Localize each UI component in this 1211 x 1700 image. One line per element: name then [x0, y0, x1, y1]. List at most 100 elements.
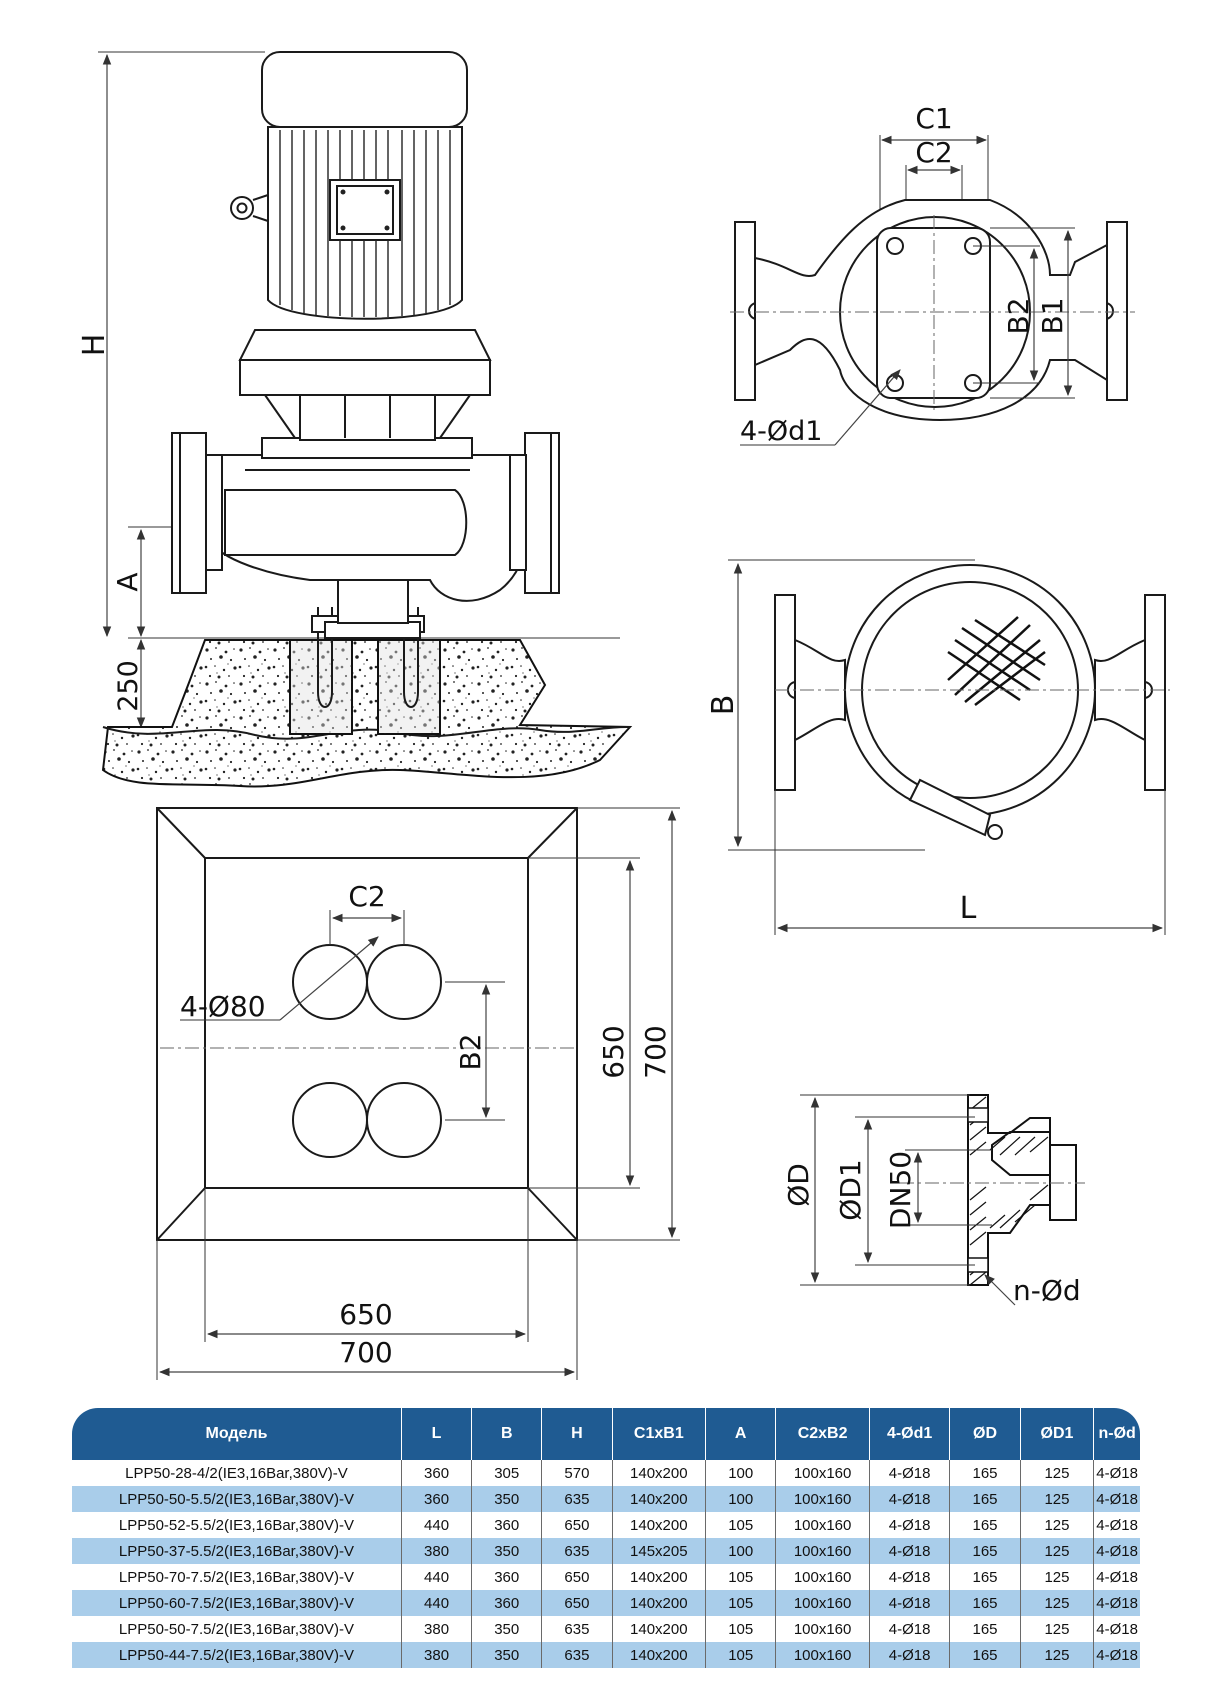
table-cell: 4-Ø18	[1094, 1616, 1140, 1642]
table-cell: 440	[401, 1564, 473, 1590]
table-cell: 100x160	[776, 1564, 870, 1590]
table-cell: 145x205	[612, 1538, 707, 1564]
table-cell-model: LPP50-50-5.5/2(IE3,16Bar,380V)-V	[72, 1486, 402, 1512]
table-cell: 100x160	[776, 1642, 870, 1668]
table-cell: 380	[401, 1538, 473, 1564]
table-cell-model: LPP50-37-5.5/2(IE3,16Bar,380V)-V	[72, 1538, 402, 1564]
dim-650-v-label: 650	[597, 1025, 630, 1078]
table-cell: 100x160	[776, 1616, 870, 1642]
table-cell: 140x200	[612, 1616, 707, 1642]
bolt-holes-label: n-Ød	[1013, 1274, 1081, 1307]
table-cell: 360	[472, 1512, 543, 1538]
table-cell: 165	[950, 1616, 1021, 1642]
table-cell-model: LPP50-70-7.5/2(IE3,16Bar,380V)-V	[72, 1564, 402, 1590]
table-cell: 650	[542, 1590, 613, 1616]
table-cell: 570	[542, 1460, 613, 1486]
dim-650-h-label: 650	[339, 1298, 392, 1331]
table-cell: 165	[950, 1486, 1021, 1512]
dim-H-label: H	[77, 334, 112, 357]
dim-B1-label: B1	[1036, 297, 1069, 334]
table-cell: 140x200	[612, 1460, 707, 1486]
dim-C2-base-label: C2	[348, 880, 385, 913]
table-cell: 100x160	[776, 1590, 870, 1616]
table-cell: 360	[472, 1564, 543, 1590]
table-cell: 165	[950, 1564, 1021, 1590]
table-cell: 105	[706, 1616, 777, 1642]
table-cell: 360	[401, 1460, 473, 1486]
header-OD1: ØD1	[1020, 1408, 1095, 1460]
table-cell: 4-Ø18	[869, 1460, 951, 1486]
table-cell-model: LPP50-28-4/2(IE3,16Bar,380V)-V	[72, 1460, 402, 1486]
table-header-row: Модель L B H C1xB1 A C2xB2 4-Ød1 ØD ØD1 …	[72, 1408, 1140, 1460]
pump-top-view: C1 C2 B2 B1 4-Ød1	[730, 102, 1135, 447]
technical-drawing: H A 250	[77, 51, 1170, 1380]
table-cell: 4-Ø18	[869, 1642, 951, 1668]
header-OD: ØD	[950, 1408, 1021, 1460]
table-cell: 4-Ø18	[869, 1538, 951, 1564]
base-plate-view: C2 4-Ø80 B2 650 700 650 700	[156, 807, 680, 1380]
dim-A-label: A	[111, 572, 144, 591]
table-cell: 105	[706, 1590, 777, 1616]
table-cell: 125	[1020, 1538, 1095, 1564]
table-cell: 100x160	[776, 1512, 870, 1538]
dim-B2-base-label: B2	[454, 1033, 487, 1070]
pump-bottom-view: B L	[706, 559, 1170, 935]
spec-table: Модель L B H C1xB1 A C2xB2 4-Ød1 ØD ØD1 …	[72, 1408, 1140, 1668]
table-cell: 635	[542, 1616, 613, 1642]
table-cell: 140x200	[612, 1590, 707, 1616]
header-C1xB1: C1xB1	[612, 1408, 707, 1460]
header-n-d: n-Ød	[1094, 1408, 1140, 1460]
table-cell: 360	[401, 1486, 473, 1512]
table-cell: 125	[1020, 1564, 1095, 1590]
table-cell: 380	[401, 1642, 473, 1668]
table-cell-model: LPP50-44-7.5/2(IE3,16Bar,380V)-V	[72, 1642, 402, 1668]
table-cell: 100x160	[776, 1538, 870, 1564]
dim-B2-top-label: B2	[1002, 297, 1035, 334]
table-cell: 635	[542, 1486, 613, 1512]
table-cell: 100x160	[776, 1460, 870, 1486]
table-cell: 100	[706, 1486, 777, 1512]
pump-side-view: H A 250	[77, 51, 633, 788]
dim-OD-label: ØD	[782, 1163, 815, 1207]
table-cell: 4-Ø18	[1094, 1642, 1140, 1668]
table-cell: 140x200	[612, 1564, 707, 1590]
table-cell: 4-Ø18	[869, 1616, 951, 1642]
dim-250-label: 250	[113, 660, 144, 712]
header-4-d1: 4-Ød1	[869, 1408, 951, 1460]
table-cell: 650	[542, 1564, 613, 1590]
table-cell: 4-Ø18	[1094, 1564, 1140, 1590]
table-cell: 360	[472, 1590, 543, 1616]
table-cell: 4-Ø18	[1094, 1486, 1140, 1512]
table-cell: 165	[950, 1590, 1021, 1616]
table-cell: 350	[472, 1642, 543, 1668]
header-H: H	[542, 1408, 613, 1460]
table-cell: 125	[1020, 1590, 1095, 1616]
holes-d1-label: 4-Ød1	[740, 416, 823, 447]
dim-700-h-label: 700	[339, 1336, 392, 1369]
table-cell: 105	[706, 1564, 777, 1590]
table-cell: 635	[542, 1642, 613, 1668]
table-cell: 4-Ø18	[1094, 1590, 1140, 1616]
table-cell: 305	[472, 1460, 543, 1486]
dim-700-v-label: 700	[639, 1025, 672, 1078]
table-cell: 4-Ø18	[869, 1564, 951, 1590]
header-B: B	[472, 1408, 543, 1460]
header-A: A	[706, 1408, 777, 1460]
table-cell: 650	[542, 1512, 613, 1538]
table-cell: 125	[1020, 1642, 1095, 1668]
table-cell: 100	[706, 1460, 777, 1486]
table-cell: 125	[1020, 1486, 1095, 1512]
header-L: L	[401, 1408, 473, 1460]
table-cell: 125	[1020, 1512, 1095, 1538]
table-cell: 350	[472, 1486, 543, 1512]
dim-B-label: B	[706, 695, 741, 716]
table-cell: 350	[472, 1616, 543, 1642]
table-cell: 125	[1020, 1460, 1095, 1486]
dim-L-label: L	[960, 891, 977, 926]
